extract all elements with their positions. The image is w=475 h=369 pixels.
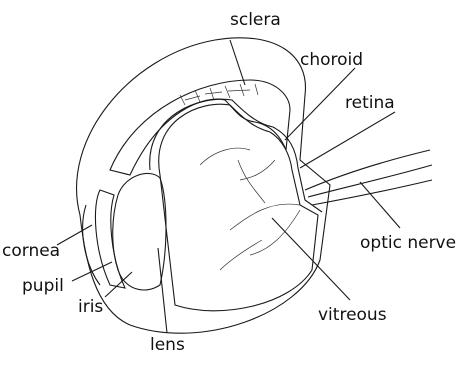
label-cornea: cornea [2, 241, 60, 261]
sclera-outline [77, 38, 330, 333]
iris [95, 190, 125, 288]
label-vitreous: vitreous [318, 305, 387, 325]
retina-line [150, 99, 322, 212]
label-lens: lens [150, 335, 185, 355]
blood-vessels [200, 148, 300, 270]
choroid-texture [180, 84, 258, 105]
label-pupil: pupil [22, 276, 64, 296]
label-optic-nerve: optic nerve [360, 233, 456, 253]
label-sclera: sclera [230, 10, 281, 30]
label-choroid: choroid [300, 50, 363, 70]
optic-nerve [305, 150, 432, 205]
choroid-layer [110, 80, 290, 175]
lens [113, 173, 166, 290]
label-iris: iris [78, 297, 103, 317]
label-retina: retina [345, 93, 395, 113]
vitreous-body [159, 104, 318, 311]
